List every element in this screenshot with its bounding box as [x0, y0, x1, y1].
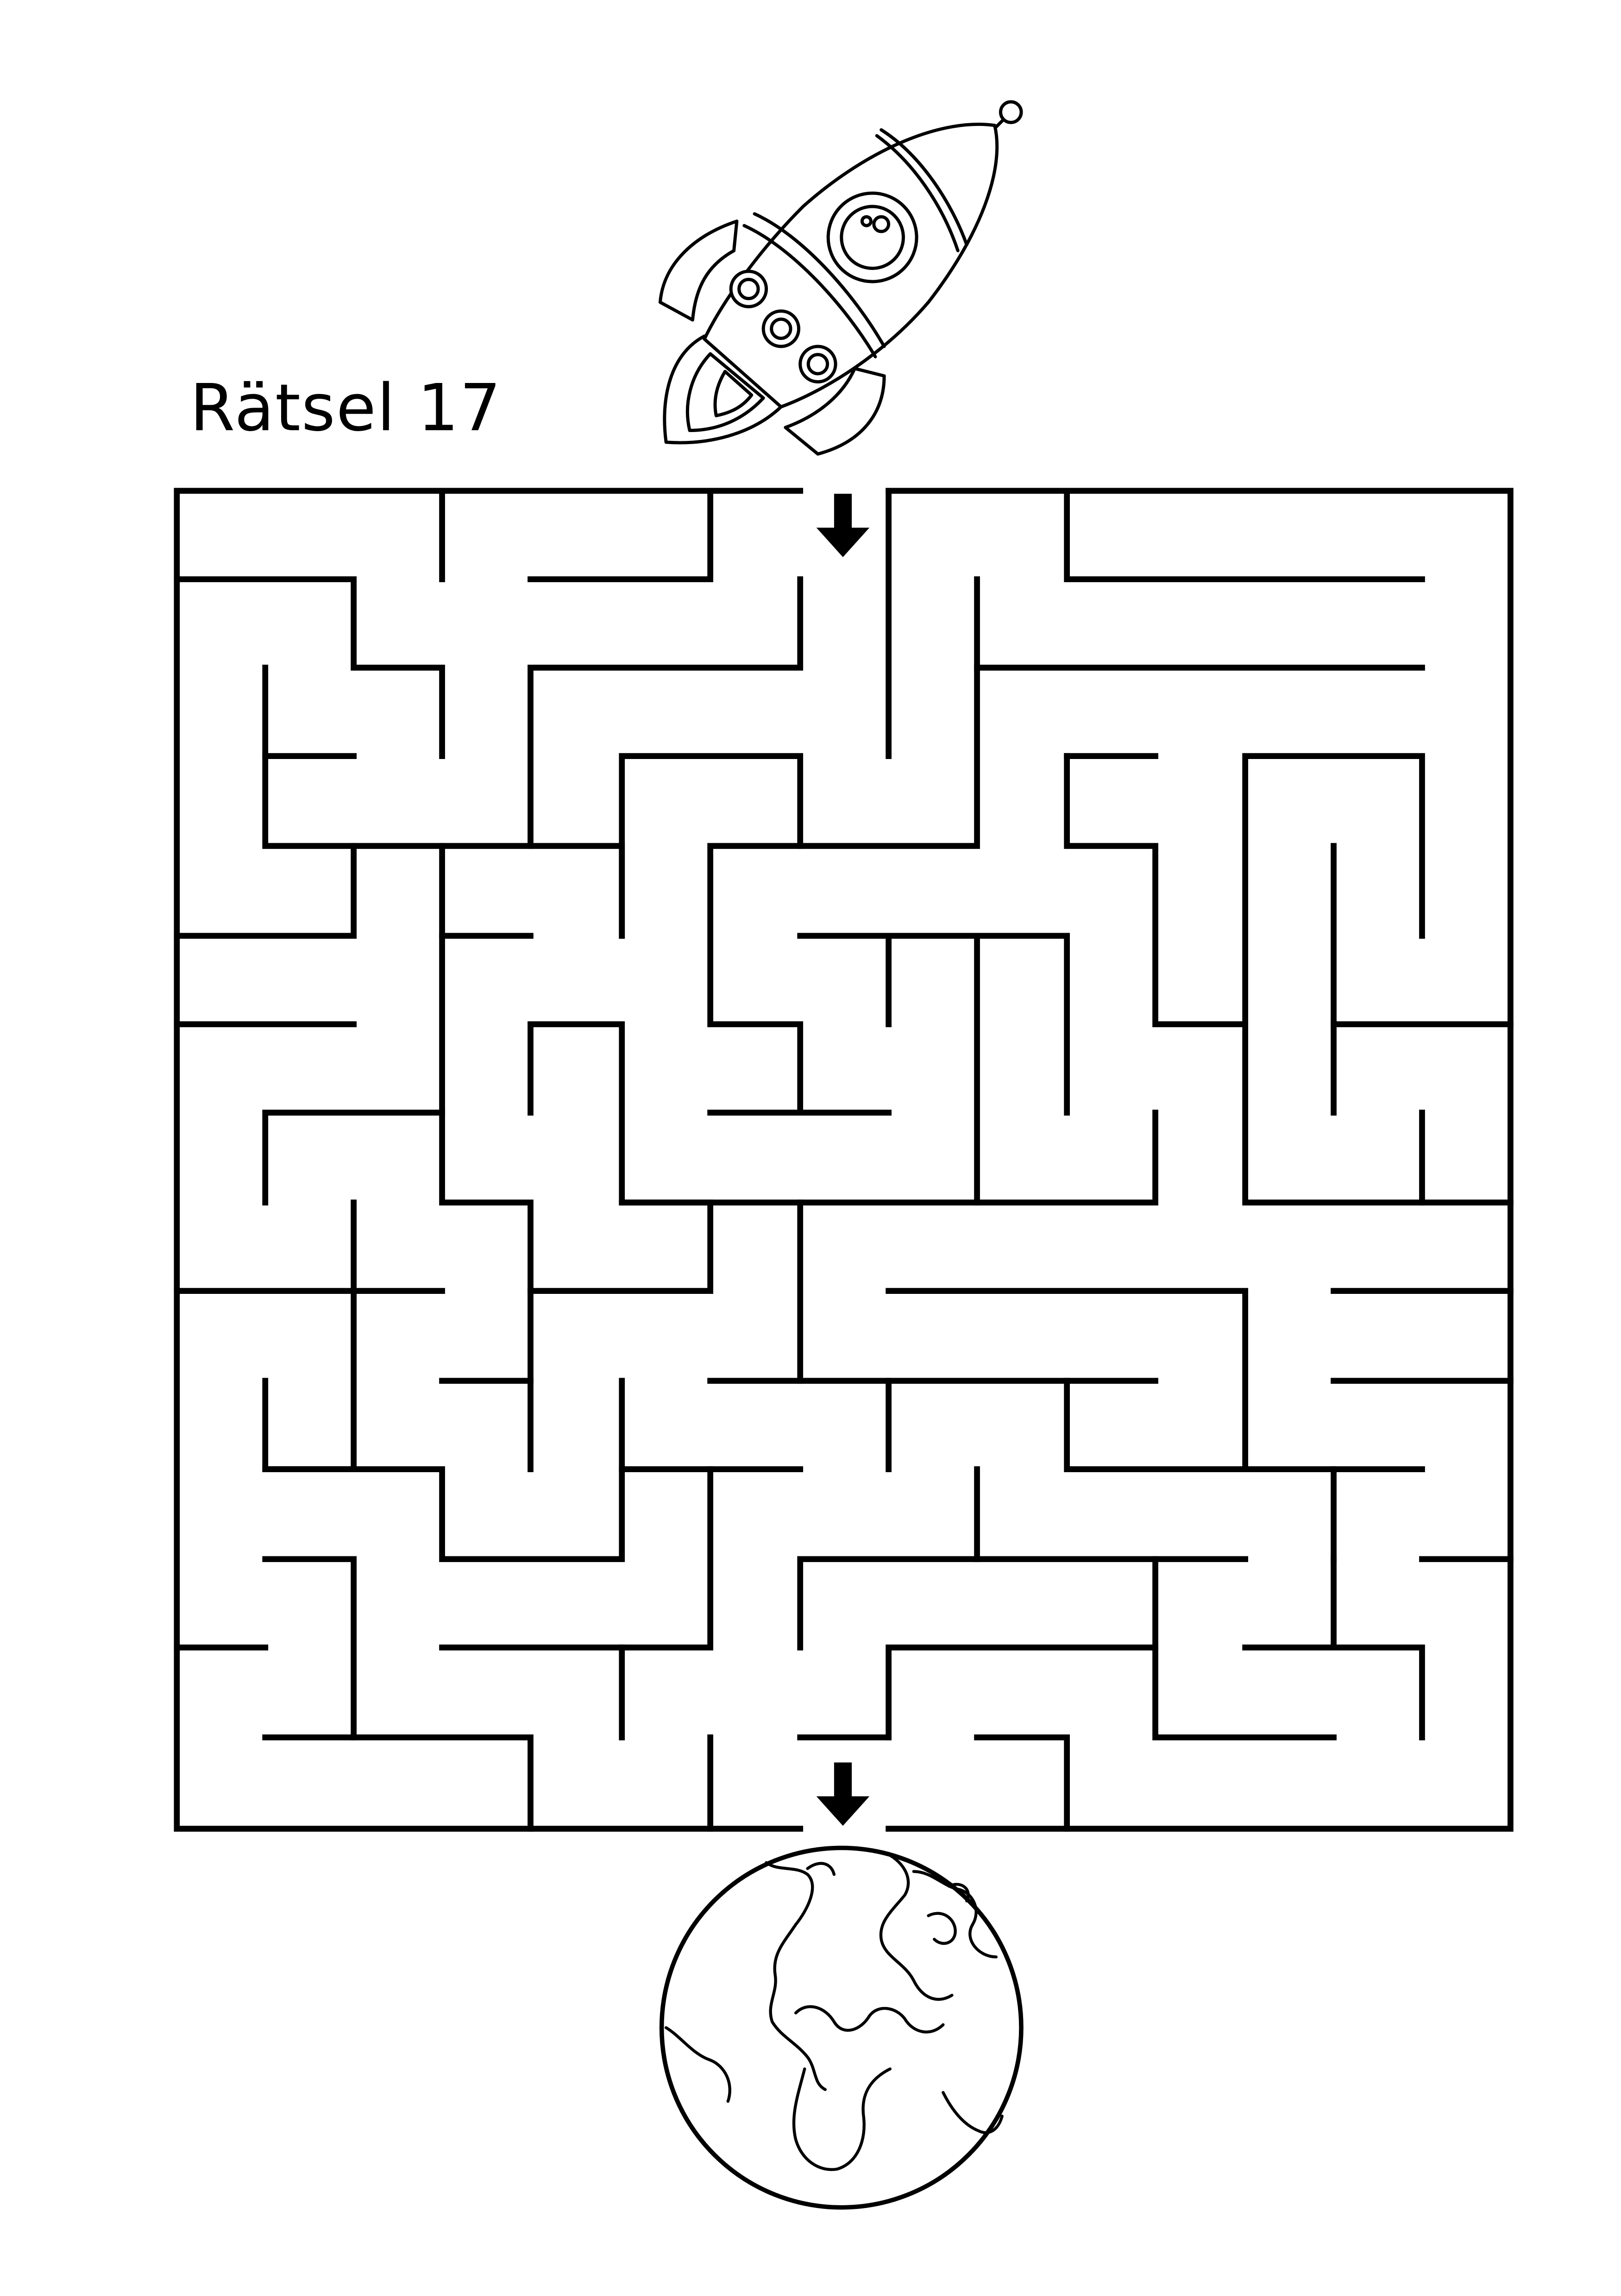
exit-arrow-icon: [816, 1762, 870, 1826]
maze-walls: [174, 488, 1514, 1832]
maze-border-right: [886, 488, 1514, 1832]
entry-arrow-icon: [816, 494, 870, 558]
earth-globe-icon: [659, 1845, 1024, 2210]
puzzle-title: Rätsel 17: [190, 370, 502, 446]
maze-border-left: [174, 488, 804, 1832]
rocket-icon: [658, 100, 1023, 456]
